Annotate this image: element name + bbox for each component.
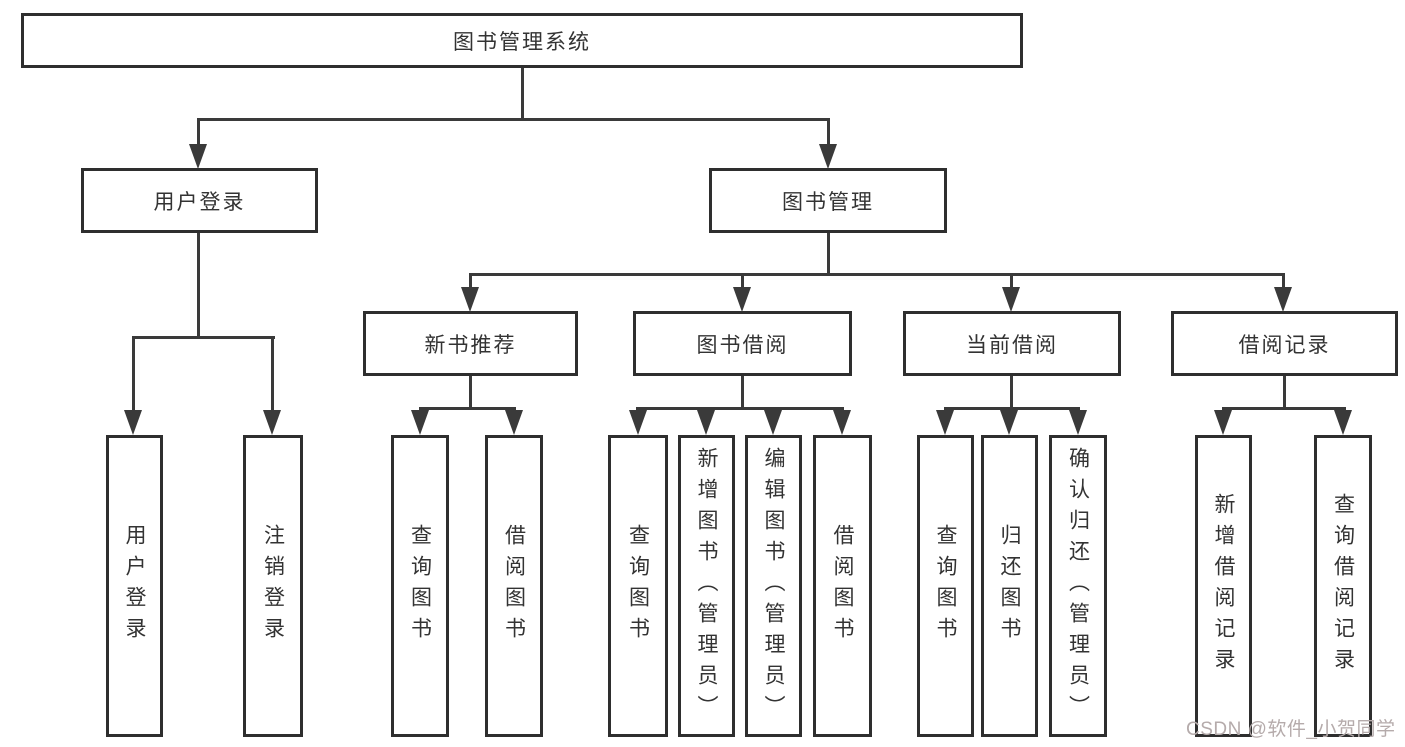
leaf-bb-edit-books-admin-label: 编辑图书（管理员） [762,446,785,726]
leaf-user-login: 用户登录 [106,435,163,737]
node-borrow-records-label: 借阅记录 [1238,333,1331,357]
node-book-borrow-label: 图书借阅 [696,333,789,357]
arrowhead-cb-return [1000,410,1018,435]
leaf-nb-borrow-books-label: 借阅图书 [502,524,526,648]
leaf-cb-confirm-return-admin: 确认归还（管理员） [1049,435,1107,737]
node-current-borrow-label: 当前借阅 [966,333,1058,357]
connector-book-borrow-stem [741,376,744,407]
arrowhead-new-book [461,287,479,312]
connector-book-management-stem [827,233,830,273]
connector-new-book-bar [419,407,516,410]
leaf-cb-return-books: 归还图书 [981,435,1038,737]
leaf-nb-query-books: 查询图书 [391,435,449,737]
node-current-borrow: 当前借阅 [903,311,1121,376]
connector-to-book-borrow [741,273,744,289]
leaf-cb-return-books-label: 归还图书 [998,524,1021,648]
leaf-bb-borrow-books: 借阅图书 [813,435,872,737]
node-root-label: 图书管理系统 [453,30,591,54]
connector-l1-bar [197,118,830,121]
node-root: 图书管理系统 [21,13,1023,68]
leaf-cb-confirm-return-admin-label: 确认归还（管理员） [1066,446,1090,726]
leaf-bb-add-books-admin: 新增图书（管理员） [678,435,735,737]
leaf-bb-query-books-label: 查询图书 [626,524,650,648]
node-new-book-recommend: 新书推荐 [363,311,578,376]
leaf-br-query-record-label: 查询借阅记录 [1331,493,1355,679]
arrowhead-bb-query [629,410,647,435]
connector-current-borrow-bar [944,407,1080,410]
leaf-cb-query-books-label: 查询图书 [934,524,957,648]
connector-to-book-management [827,118,830,146]
leaf-bb-add-books-admin-label: 新增图书（管理员） [695,446,718,726]
arrowhead-bb-edit [764,410,782,435]
connector-to-user-login [197,118,200,146]
leaf-nb-borrow-books: 借阅图书 [485,435,543,737]
leaf-bb-edit-books-admin: 编辑图书（管理员） [745,435,802,737]
connector-to-current-borrow [1010,273,1013,289]
arrowhead-borrow-records [1274,287,1292,312]
leaf-logout: 注销登录 [243,435,303,737]
connector-current-borrow-stem [1010,376,1013,407]
connector-borrow-records-stem [1283,376,1286,407]
node-book-management-label: 图书管理 [782,190,874,214]
arrowhead-book-management [819,144,837,169]
node-user-login: 用户登录 [81,168,318,233]
arrowhead-bb-add [697,410,715,435]
arrowhead-br-query [1334,410,1352,435]
leaf-nb-query-books-label: 查询图书 [408,524,432,648]
connector-user-login-bar [132,336,275,339]
node-user-login-label: 用户登录 [153,190,246,214]
arrowhead-book-borrow [733,287,751,312]
connector-to-leaf-login [132,336,135,410]
arrowhead-bb-borrow [833,410,851,435]
connector-user-login-stem [197,233,200,336]
arrowhead-cb-query [936,410,954,435]
leaf-cb-query-books: 查询图书 [917,435,974,737]
node-new-book-recommend-label: 新书推荐 [424,333,517,357]
arrowhead-leaf-logout [263,410,281,435]
leaf-logout-label: 注销登录 [261,524,285,648]
node-book-borrow: 图书借阅 [633,311,852,376]
leaf-bb-query-books: 查询图书 [608,435,668,737]
node-book-management: 图书管理 [709,168,947,233]
csdn-watermark: CSDN @软件_小贺同学 [1186,719,1396,740]
leaf-bb-borrow-books-label: 借阅图书 [831,524,854,648]
arrowhead-cb-confirm [1069,410,1087,435]
leaf-br-add-record-label: 新增借阅记录 [1212,493,1235,679]
leaf-user-login-label: 用户登录 [123,524,146,648]
arrowhead-nb-query [411,410,429,435]
arrowhead-leaf-login [124,410,142,435]
connector-to-leaf-logout [271,336,274,410]
connector-new-book-stem [469,376,472,407]
connector-to-borrow-records [1282,273,1285,289]
arrowhead-br-add [1214,410,1232,435]
connector-to-new-book [469,273,472,289]
arrowhead-nb-borrow [505,410,523,435]
connector-l2-bar [469,273,1285,276]
connector-book-borrow-bar [636,407,844,410]
arrowhead-user-login [189,144,207,169]
connector-root-stem [521,68,524,120]
connector-borrow-records-bar [1222,407,1346,410]
leaf-br-query-record: 查询借阅记录 [1314,435,1372,737]
arrowhead-current-borrow [1002,287,1020,312]
node-borrow-records: 借阅记录 [1171,311,1398,376]
leaf-br-add-record: 新增借阅记录 [1195,435,1252,737]
